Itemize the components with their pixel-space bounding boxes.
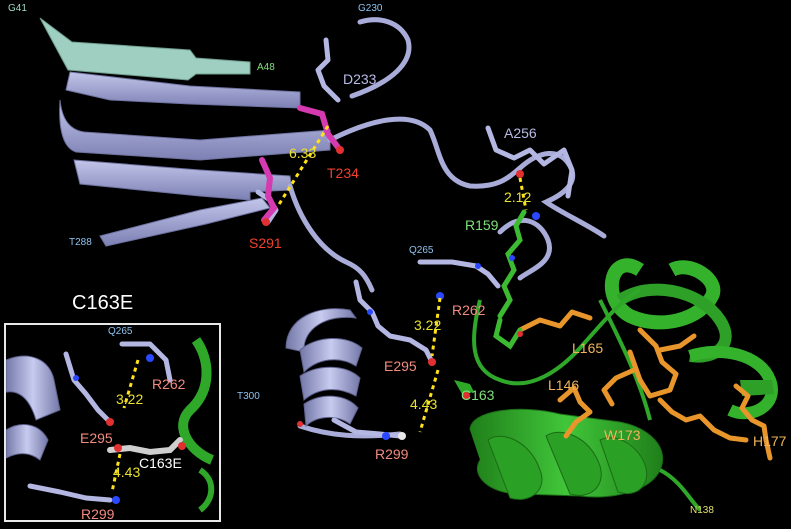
lavender-sticks (255, 37, 575, 439)
inset-label-r299: R299 (81, 506, 115, 522)
mutant-inset-frame (4, 323, 221, 522)
inset-title: C163E (72, 292, 134, 314)
beta-sheet (39, 17, 331, 247)
label-r159: R159 (465, 217, 499, 233)
label-l165: L165 (572, 340, 604, 356)
r159-stick (493, 209, 527, 350)
label-t234: T234 (327, 165, 359, 181)
label-q265: Q265 (409, 245, 434, 256)
label-w173: W173 (604, 427, 641, 443)
distance-212: 2.12 (504, 189, 532, 205)
green-domain (454, 258, 778, 512)
label-g230: G230 (358, 3, 383, 14)
inset-structure (6, 337, 215, 513)
orange-sidechains (517, 309, 773, 461)
inset-distance-322: 3.22 (116, 391, 144, 407)
label-g41: G41 (8, 3, 27, 14)
label-c163: C163 (461, 387, 495, 403)
inset-label-r262: R262 (152, 376, 186, 392)
distance-322: 3.22 (414, 317, 442, 333)
hbond-dashes (276, 125, 528, 433)
label-d233: D233 (343, 71, 377, 87)
inset-label-e295: E295 (80, 430, 113, 446)
label-a48: A48 (257, 62, 275, 73)
label-e295: E295 (384, 358, 417, 374)
label-l146: L146 (548, 377, 580, 393)
inset-label-q265: Q265 (108, 326, 133, 337)
distance-443: 4.43 (410, 396, 438, 412)
label-t300: T300 (237, 391, 260, 402)
label-a256: A256 (504, 125, 537, 141)
label-r299: R299 (375, 446, 409, 462)
label-n138: N138 (690, 505, 714, 516)
magenta-residues (259, 105, 343, 223)
label-r262: R262 (452, 302, 486, 318)
inset-distance-443: 4.43 (113, 464, 141, 480)
inset-label-c163e: C163E (139, 455, 182, 471)
helix-lavender (285, 308, 363, 428)
label-s291: S291 (249, 235, 282, 251)
distance-633: 6.33 (289, 145, 317, 161)
label-t288: T288 (69, 237, 92, 248)
atom-highlights (262, 146, 540, 440)
label-h177: H177 (753, 433, 787, 449)
